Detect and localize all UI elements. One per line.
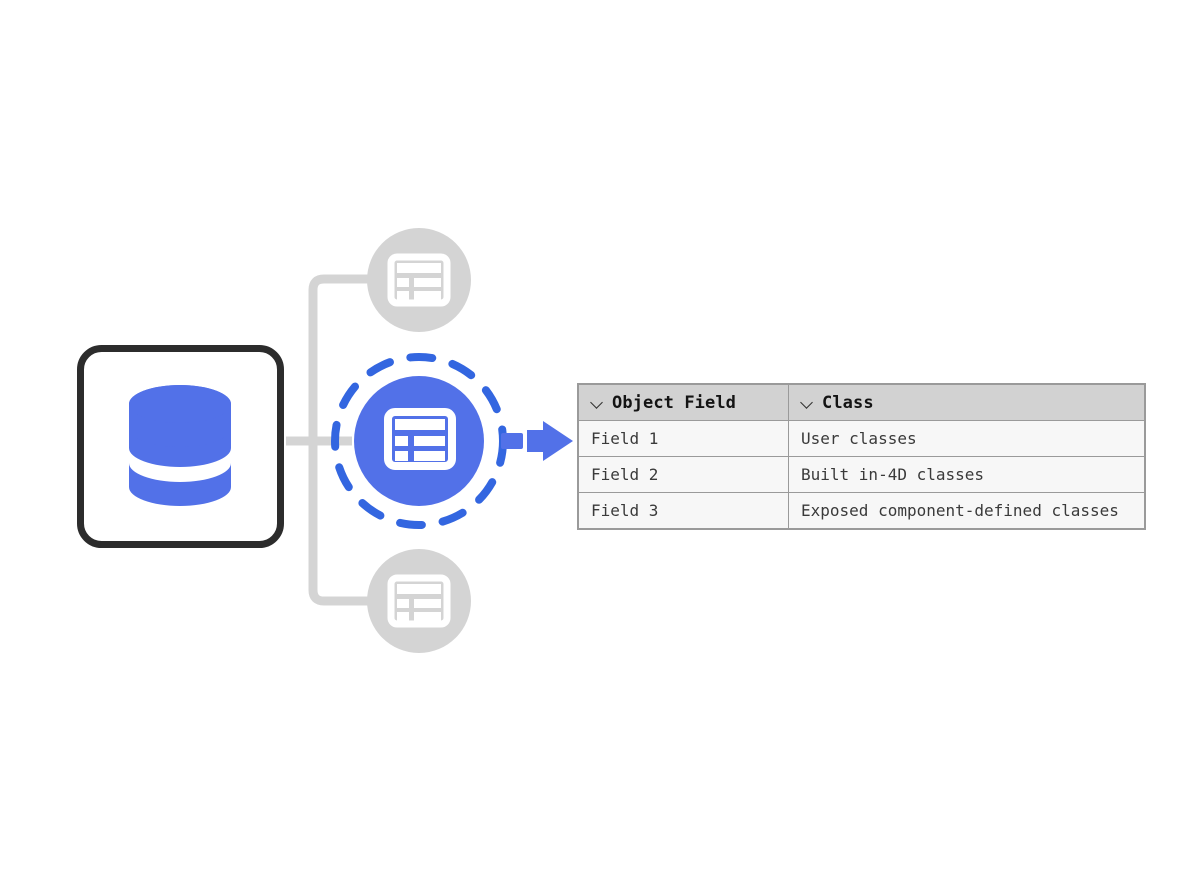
table-header-row: Object Field Class — [578, 384, 1145, 421]
database-node[interactable] — [77, 345, 284, 548]
chevron-down-icon[interactable] — [591, 397, 603, 409]
column-header-class[interactable]: Class — [788, 384, 1145, 421]
cell-object-field: Field 2 — [578, 456, 789, 493]
cell-object-field: Field 3 — [578, 492, 789, 529]
table-icon — [387, 574, 451, 628]
table-icon — [384, 408, 456, 470]
cell-object-field: Field 1 — [578, 420, 789, 457]
connector-branch-bottom — [308, 441, 372, 606]
connector-branch-top — [308, 274, 372, 441]
cell-class: User classes — [788, 420, 1145, 457]
field-node-bottom[interactable] — [367, 549, 471, 653]
column-header-object-field-label: Object Field — [612, 392, 737, 413]
cell-class: Built in-4D classes — [788, 456, 1145, 493]
connector-lines — [286, 274, 372, 606]
object-field-class-table: Object Field Class Field 1 User classes … — [578, 384, 1145, 529]
arrow-right-icon — [501, 421, 573, 461]
chevron-down-icon[interactable] — [801, 397, 813, 409]
column-header-class-label: Class — [822, 392, 874, 413]
cell-class: Exposed component-defined classes — [788, 492, 1145, 529]
field-node-top[interactable] — [367, 228, 471, 332]
column-header-object-field[interactable]: Object Field — [578, 384, 789, 421]
table-row[interactable]: Field 3 Exposed component-defined classe… — [578, 492, 1145, 529]
table-row[interactable]: Field 1 User classes — [578, 420, 1145, 457]
table-row[interactable]: Field 2 Built in-4D classes — [578, 456, 1145, 493]
field-node-selected[interactable] — [331, 353, 507, 529]
database-icon — [129, 385, 231, 506]
table-icon — [387, 253, 451, 307]
